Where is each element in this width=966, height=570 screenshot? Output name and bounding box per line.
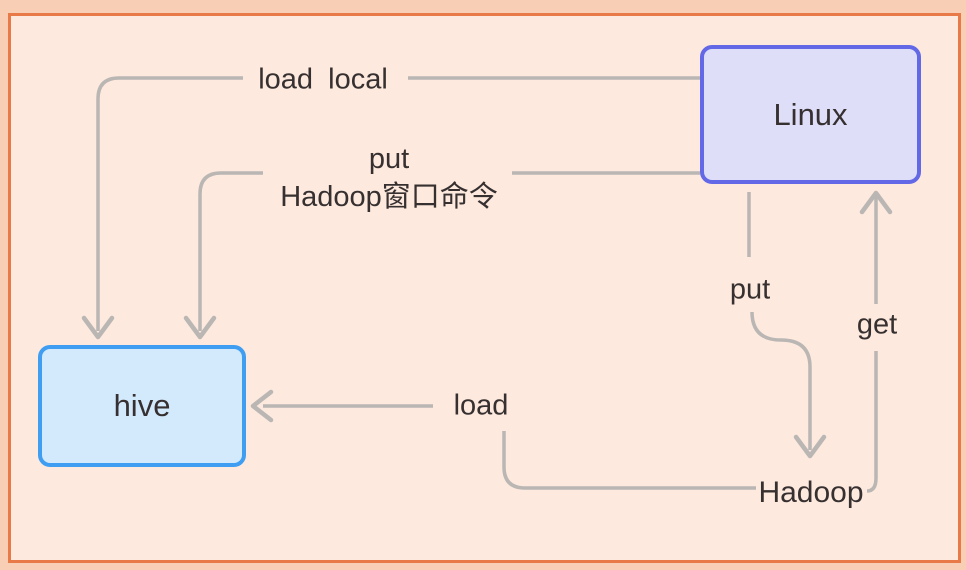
arrowhead-down-into-hadoop xyxy=(793,434,827,459)
edge-label-get: get xyxy=(856,308,898,341)
node-hive: hive xyxy=(38,345,246,467)
arrowhead-up-into-linux xyxy=(859,190,893,215)
edge-label-put-lower: put xyxy=(729,273,771,306)
node-hadoop-label: Hadoop xyxy=(758,476,864,509)
edge-label-load-local: load local xyxy=(258,63,388,96)
edge-load-local-left-segment xyxy=(96,76,243,331)
edge-label-put-command: put Hadoop窗口命令 xyxy=(280,140,498,216)
node-hive-label: hive xyxy=(113,388,171,423)
edge-label-load: load xyxy=(453,389,509,422)
edge-label-put-upper: put xyxy=(368,143,410,175)
edge-put-cmd-left-segment xyxy=(198,171,263,331)
arrowhead-down-into-hive-right xyxy=(183,315,217,340)
edge-hadoop-to-get-segment xyxy=(866,351,878,493)
edge-hadoop-to-load-segment xyxy=(502,431,756,490)
arrowhead-left-into-hive xyxy=(250,389,274,423)
node-linux: Linux xyxy=(700,45,921,184)
arrowhead-down-into-hive-left xyxy=(81,315,115,340)
edge-label-hadoop-window-command: Hadoop窗口命令 xyxy=(280,181,498,213)
node-linux-label: Linux xyxy=(773,96,848,132)
edge-put-to-hadoop-segment xyxy=(750,311,812,450)
